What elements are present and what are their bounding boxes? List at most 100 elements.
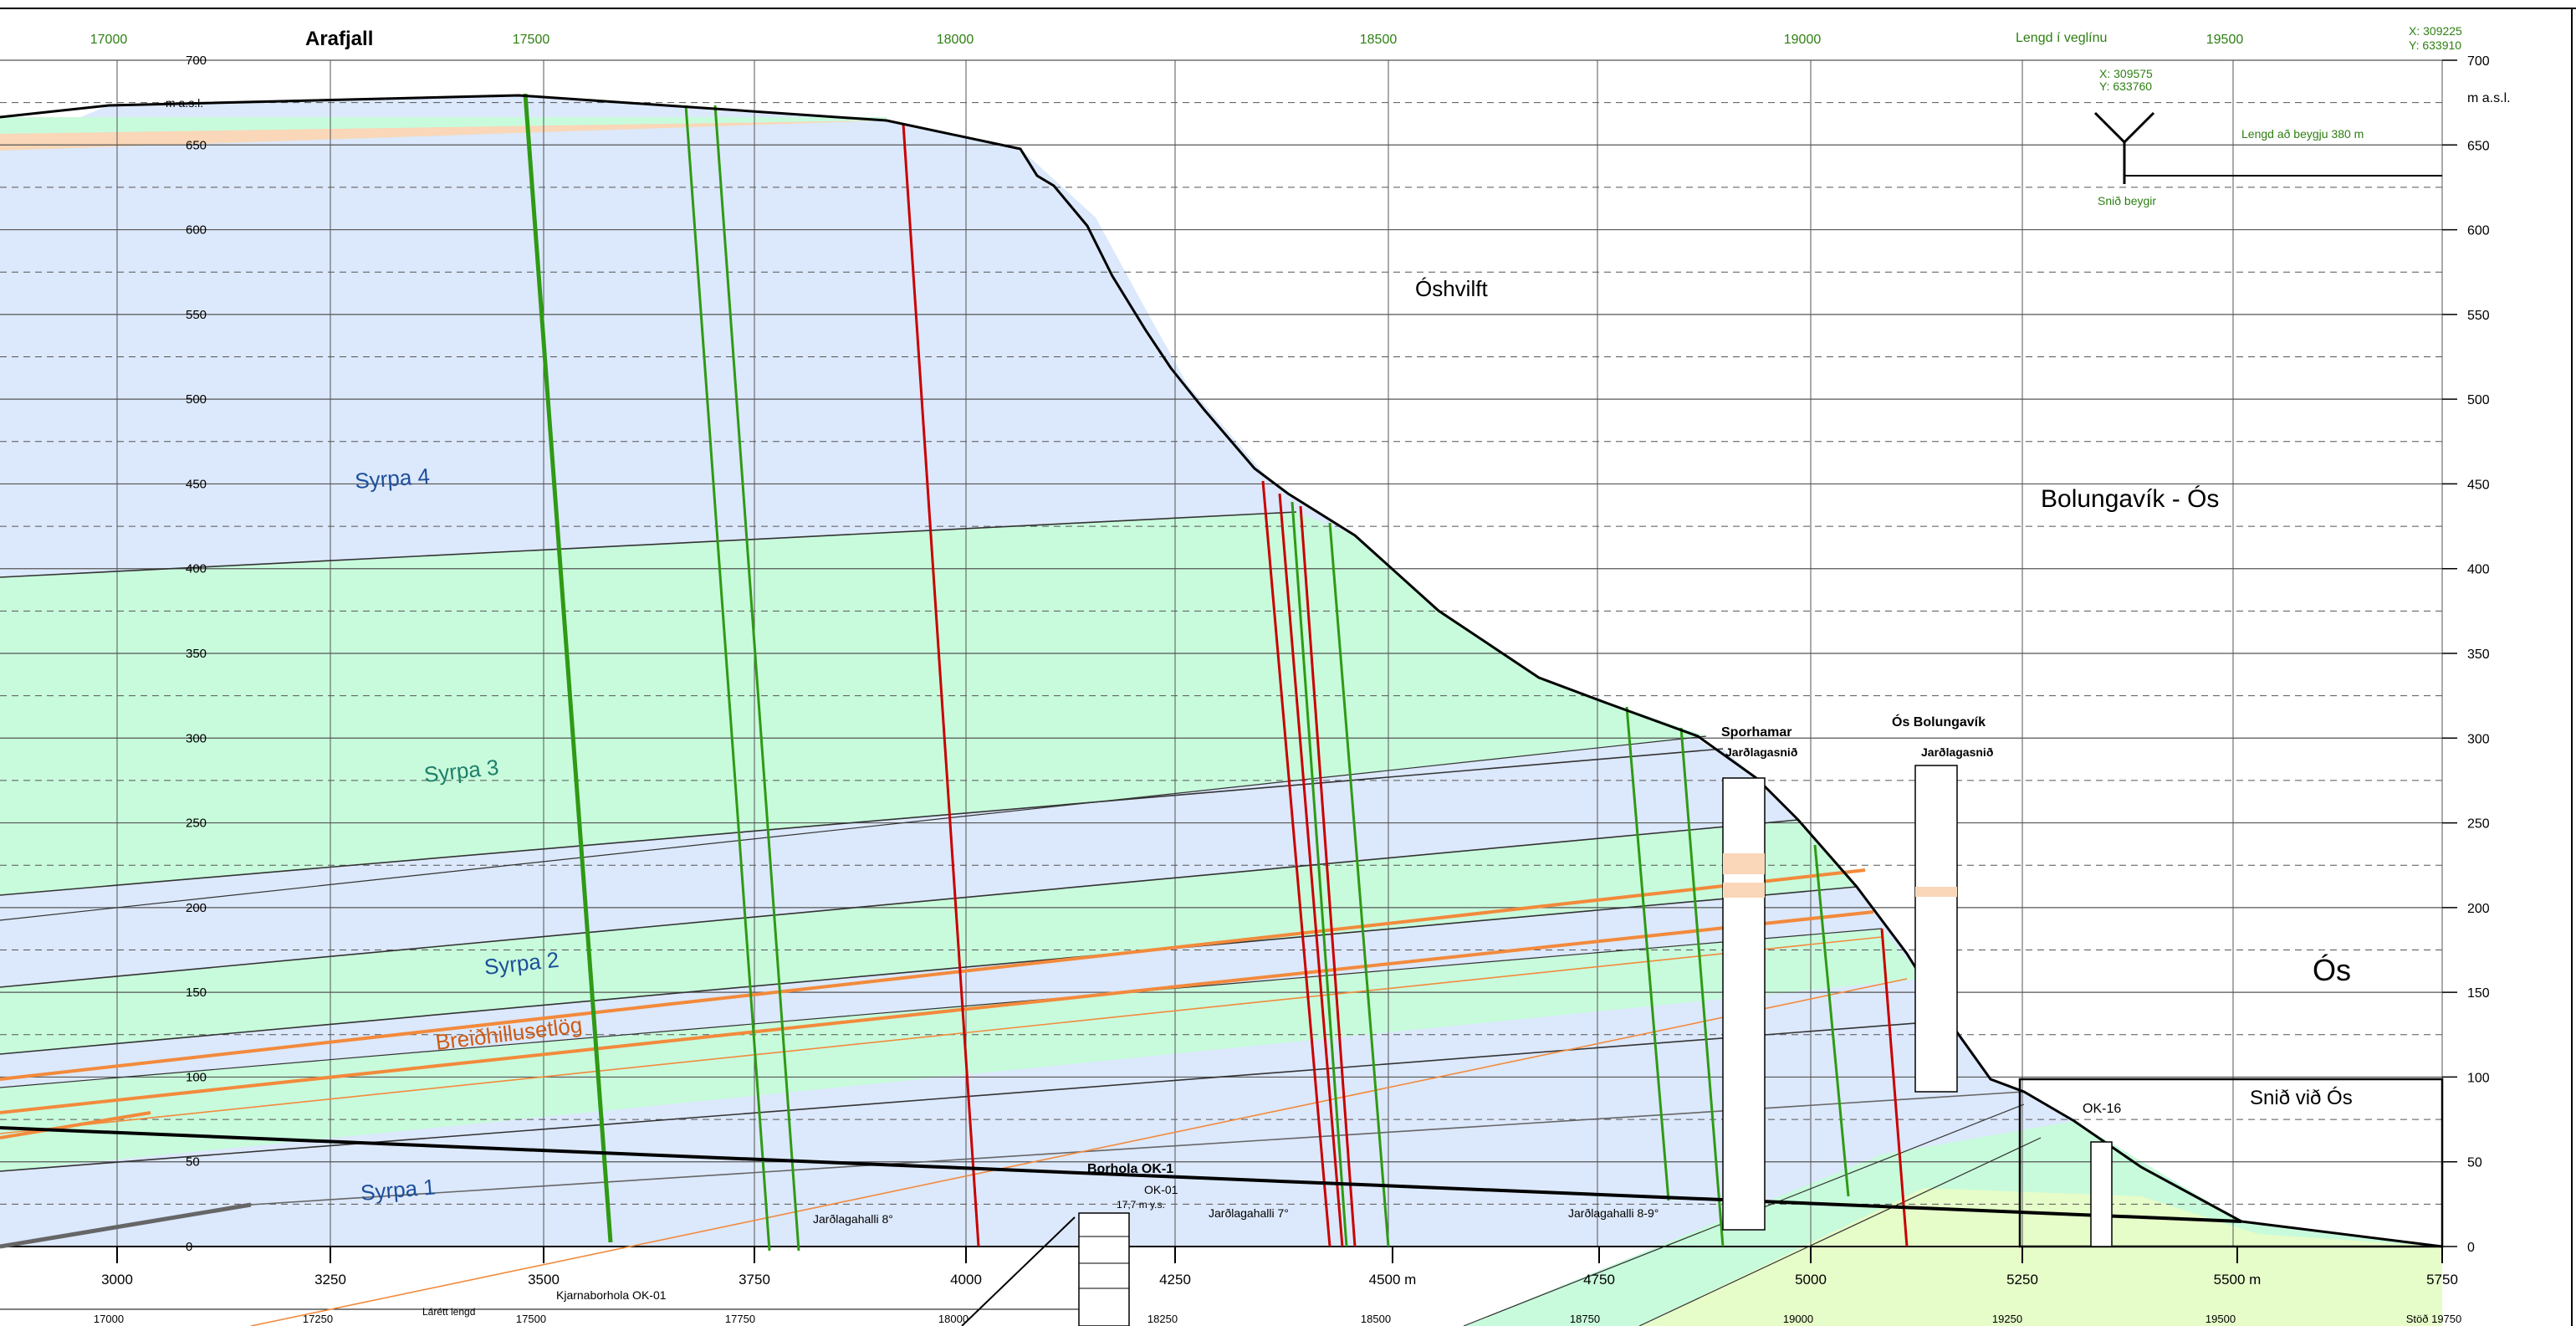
bolungavik-os-label: Bolungavík - Ós xyxy=(2041,485,2219,513)
borehole-axis-label: Kjarnaborhola OK-01 xyxy=(556,1288,667,1302)
bottom-axis-tick: 5250 xyxy=(2006,1272,2038,1288)
bottom-axis-tick-lower: 18250 xyxy=(1147,1313,1178,1325)
elev-unit-left: m a.s.l. xyxy=(166,96,203,110)
elev-tick-left: 550 xyxy=(186,308,207,322)
elev-tick-right: 50 xyxy=(2467,1156,2482,1170)
top-axis-tick: 17500 xyxy=(513,33,550,47)
bottom-axis-tick: 3500 xyxy=(528,1272,560,1288)
elev-tick-left: 0 xyxy=(186,1240,192,1254)
elev-tick-right: 0 xyxy=(2467,1241,2475,1255)
elev-unit-right: m a.s.l. xyxy=(2467,91,2511,105)
elev-tick-left: 600 xyxy=(186,223,207,238)
os-column xyxy=(1914,765,1958,1093)
dykes xyxy=(523,93,1909,1252)
elev-tick-right: 400 xyxy=(2467,563,2490,577)
elev-tick-right: 700 xyxy=(2467,54,2490,69)
borehole-title: Borhola OK-1 xyxy=(1087,1162,1173,1176)
elev-tick-left: 50 xyxy=(186,1155,200,1170)
top-axis: 17000 17500 18000 18500 19000 19500 xyxy=(90,33,2244,47)
top-axis-tick: 19500 xyxy=(2206,33,2244,47)
elev-tick-left: 150 xyxy=(186,986,207,1000)
bottom-axis-tick-lower: 19500 xyxy=(2205,1313,2236,1325)
ok16-label: OK-16 xyxy=(2083,1102,2121,1116)
sporhamar-column xyxy=(1722,777,1766,1231)
bottom-axis-tick: 3000 xyxy=(101,1272,133,1288)
top-axis-tick: 19000 xyxy=(1784,33,1822,47)
bottom-axis-tick: 5000 xyxy=(1795,1272,1827,1288)
top-axis-tick: 18500 xyxy=(1360,33,1398,47)
elev-tick-right: 650 xyxy=(2467,139,2490,153)
bottom-axis-tick-lower: 18500 xyxy=(1361,1313,1391,1325)
bottom-axis-tick: 4500 m xyxy=(1369,1272,1417,1288)
bend-distance-label: Lengd að beygju 380 m xyxy=(2241,127,2364,141)
bottom-axis-tick-lower: 18000 xyxy=(938,1313,969,1325)
elev-tick-left: 400 xyxy=(186,562,207,576)
elev-tick-left: 450 xyxy=(186,477,207,491)
bottom-axis-tick-lower: 18750 xyxy=(1570,1313,1600,1325)
ok16-column xyxy=(2090,1141,2113,1247)
elev-tick-right: 600 xyxy=(2467,224,2490,238)
borehole-arrow xyxy=(961,1216,1076,1326)
sporhamar-sub: Jarðlagasnið xyxy=(1725,745,1797,759)
bottom-axis-tick-lower: 17250 xyxy=(303,1313,333,1325)
sypra4-label: Syrpa 4 xyxy=(354,463,430,494)
bottom-axis-tick: 5750 xyxy=(2426,1272,2458,1288)
os-column-sub: Jarðlagasnið xyxy=(1921,745,1993,759)
elev-tick-right: 200 xyxy=(2467,902,2490,916)
bottom-axis-tick: 5500 m xyxy=(2214,1272,2262,1288)
bottom-axis-tick: 3750 xyxy=(739,1272,770,1288)
os-label: Ós xyxy=(2313,953,2351,987)
lower-length-label: Lárétt lengd xyxy=(422,1306,475,1318)
elev-tick-right: 500 xyxy=(2467,393,2490,407)
borehole-name: OK-01 xyxy=(1144,1183,1178,1196)
bottom-axis-tick-lower: 17750 xyxy=(725,1313,755,1325)
elev-tick-left: 350 xyxy=(186,647,207,661)
elev-tick-right: 100 xyxy=(2467,1071,2490,1085)
elev-tick-right: 350 xyxy=(2467,648,2490,662)
bottom-axis-tick-lower: Stöð 19750 xyxy=(2406,1313,2462,1325)
bottom-axis-tick: 4000 xyxy=(950,1272,982,1288)
dip-label-2: Jarðlagahalli 7° xyxy=(1209,1206,1289,1220)
bottom-axis: 3000 3250 3500 3750 4000 4250 4500 m 4750 5000 52… xyxy=(94,1247,2461,1325)
section-title: Arafjall xyxy=(305,28,373,50)
oshvilft-label: Óshvilft xyxy=(1415,276,1488,301)
bottom-axis-tick: 4250 xyxy=(1159,1272,1191,1288)
elev-tick-right: 450 xyxy=(2467,478,2490,492)
bottom-axis-tick-lower: 19250 xyxy=(1992,1313,2022,1325)
tunnel-line xyxy=(0,1126,2242,1223)
elev-tick-right: 550 xyxy=(2467,309,2490,323)
top-axis-label: Lengd í veglínu xyxy=(2016,31,2107,45)
top-axis-tick: 17000 xyxy=(90,33,128,47)
inset-title: Snið við Ós xyxy=(2250,1087,2353,1109)
elev-tick-left: 250 xyxy=(186,817,207,831)
dip-label-3: Jarðlagahalli 8-9° xyxy=(1568,1206,1659,1220)
elev-tick-left: 300 xyxy=(186,731,207,745)
elev-tick-right: 150 xyxy=(2467,986,2490,1001)
sporhamar-title: Sporhamar xyxy=(1721,725,1791,740)
borehole-column xyxy=(1078,1212,1130,1326)
ground-surface xyxy=(0,94,2443,1248)
os-column-title: Ós Bolungavík xyxy=(1892,714,1986,730)
bottom-axis-tick: 4750 xyxy=(1583,1272,1615,1288)
borehole-depth: 17,7 m y.s. xyxy=(1117,1199,1165,1211)
elev-tick-left: 700 xyxy=(186,54,207,68)
bend-label: Snið beygir xyxy=(2098,194,2156,207)
elev-tick-left: 200 xyxy=(186,901,207,915)
elev-tick-left: 500 xyxy=(186,392,207,407)
dip-label-1: Jarðlagahalli 8° xyxy=(813,1212,893,1226)
bottom-axis-tick-lower: 17500 xyxy=(516,1313,546,1325)
bottom-axis-tick-lower: 17000 xyxy=(94,1313,124,1325)
grid xyxy=(0,8,2576,1326)
elev-tick-left: 100 xyxy=(186,1070,207,1084)
inset-frame xyxy=(2018,1078,2444,1248)
bend-symbol xyxy=(2093,111,2442,184)
bottom-axis-tick: 3250 xyxy=(314,1272,346,1288)
bottom-axis-tick-lower: 19000 xyxy=(1783,1313,1813,1325)
elev-tick-right: 250 xyxy=(2467,817,2490,832)
top-axis-tick: 18000 xyxy=(937,33,974,47)
